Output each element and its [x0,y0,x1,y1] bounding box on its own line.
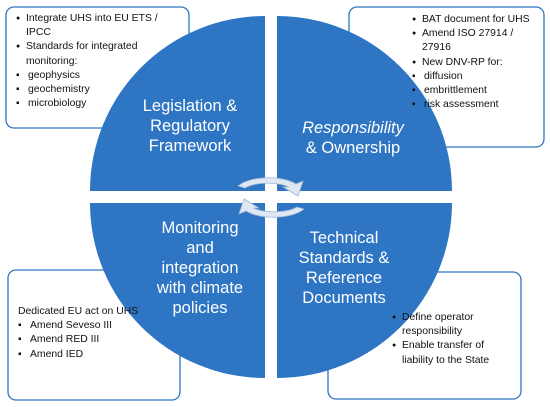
list-item: New DNV-RP for: [412,56,540,70]
note-top-left: Integrate UHS into EU ETS / IPCC Standar… [16,12,166,112]
list-subitem: geochemistry [16,83,166,97]
list-item: Amend Seveso III [18,319,178,333]
list-subitem: diffusion [412,70,540,84]
quadrant-label-responsibility: Responsibility & Ownership [283,118,423,158]
note-bottom-left: Dedicated EU act on UHS Amend Seveso III… [18,305,178,362]
responsibility-word: Responsibility [302,119,404,137]
quadrant-top-left [90,16,265,191]
quadrant-label-technical-standards: Technical Standards & Reference Document… [298,229,390,307]
ownership-word: & Ownership [305,139,401,157]
quadrant-bottom-left [90,203,265,378]
list-subitem: risk assessment [412,98,540,112]
list-item: Standards for integrated monitoring: [16,40,166,68]
note-lead: Dedicated EU act on UHS [18,306,139,317]
list-item: Amend IED [18,348,178,362]
list-subitem: microbiology [16,97,166,111]
list-item: Define operator responsibility [392,311,512,339]
quadrant-top-right [277,16,452,191]
quadrant-disc [90,16,452,378]
list-subitem: embrittlement [412,84,540,98]
quadrant-label-monitoring: Monitoring and integration with climate … [156,219,244,317]
list-item: Amend ISO 27914 / 27916 [412,27,540,55]
note-bottom-right: Define operator responsibility Enable tr… [392,311,512,368]
cycle-arrows-icon [237,177,305,218]
quadrant-bottom-right [277,203,452,378]
list-item: Amend RED III [18,333,178,347]
note-top-right: BAT document for UHS Amend ISO 27914 / 2… [412,13,540,113]
list-item: BAT document for UHS [412,13,540,27]
list-item: Enable transfer of liability to the Stat… [392,339,512,367]
list-item: Integrate UHS into EU ETS / IPCC [16,12,166,40]
list-subitem: geophysics [16,69,166,83]
